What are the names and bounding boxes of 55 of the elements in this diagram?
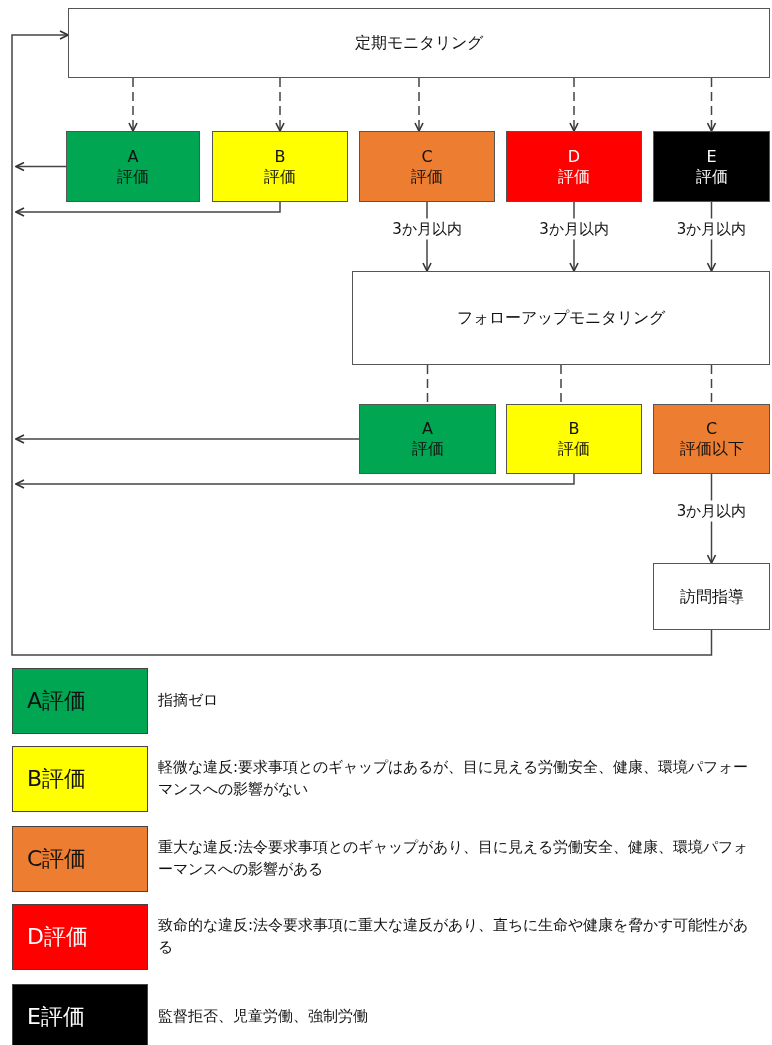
node-label: A xyxy=(127,146,139,167)
node-label: 評価 xyxy=(558,439,590,459)
arrow xyxy=(414,77,424,132)
node-label: 評価以下 xyxy=(679,439,744,459)
rating-label: B評価 xyxy=(27,765,87,793)
node-label: 評価 xyxy=(411,439,444,459)
rating-box xyxy=(506,131,642,202)
legend-text: 指摘ゼロ xyxy=(158,690,219,712)
legend-text: 軽微な違反:要求事項とのギャップはあるが、目に見える労働安全、健康、環境パフォーマンスへの影響がない xyxy=(158,757,750,800)
node-label: 訪問指導 xyxy=(679,586,744,607)
rating-label: E評価 xyxy=(27,1003,85,1031)
node-label: 定期モニタリング xyxy=(355,33,483,53)
legend-text: 致命的な違反:法令要求事項に重大な違反があり、直ちに生命や健康を脅かす可能性がある xyxy=(158,915,750,958)
arrow xyxy=(15,201,281,217)
node-label: 評価 xyxy=(558,166,590,187)
edge-label: 3か月以内 xyxy=(537,218,611,239)
process-box xyxy=(352,271,770,365)
node-label: A xyxy=(422,419,433,439)
arrow xyxy=(706,77,717,132)
node-label: C xyxy=(421,146,433,167)
node-label: 評価 xyxy=(117,166,149,187)
rating-label: D評価 xyxy=(27,923,88,951)
node-label: B xyxy=(568,419,580,439)
node-label: B xyxy=(274,146,286,167)
node-label: E xyxy=(706,146,717,167)
arrow xyxy=(15,161,67,172)
process-box xyxy=(653,563,770,630)
node-label: 評価 xyxy=(264,166,296,187)
arrow xyxy=(15,473,575,489)
rating-box xyxy=(212,131,348,202)
legend-text: 重大な違反:法令要求事項とのギャップがあり、目に見える労働安全、健康、環境パフォーマンスへの影響がある xyxy=(158,837,750,880)
rating-box xyxy=(359,404,496,474)
arrow xyxy=(569,77,579,132)
rating-box xyxy=(653,404,770,474)
rating-box xyxy=(66,131,200,202)
arrow xyxy=(15,434,360,444)
arrow xyxy=(11,30,713,656)
connector-line xyxy=(426,364,429,405)
rating-label: A評価 xyxy=(27,687,87,715)
connector-line xyxy=(710,364,713,405)
edge-label: 3か月以内 xyxy=(390,218,464,239)
node-label: フォローアップモニタリング xyxy=(457,308,665,328)
rating-box xyxy=(653,131,770,202)
rating-box xyxy=(359,131,495,202)
arrow xyxy=(128,77,138,132)
rating-label: C評価 xyxy=(27,845,87,873)
node-label: C xyxy=(705,419,718,439)
arrow xyxy=(275,77,285,132)
legend-text: 監督拒否、児童労働、強制労働 xyxy=(158,1006,369,1028)
node-label: 評価 xyxy=(695,166,728,187)
node-label: D xyxy=(567,146,581,167)
rating-box xyxy=(506,404,642,474)
process-box xyxy=(68,8,770,78)
connector-line xyxy=(560,364,562,405)
node-label: 評価 xyxy=(411,166,443,187)
